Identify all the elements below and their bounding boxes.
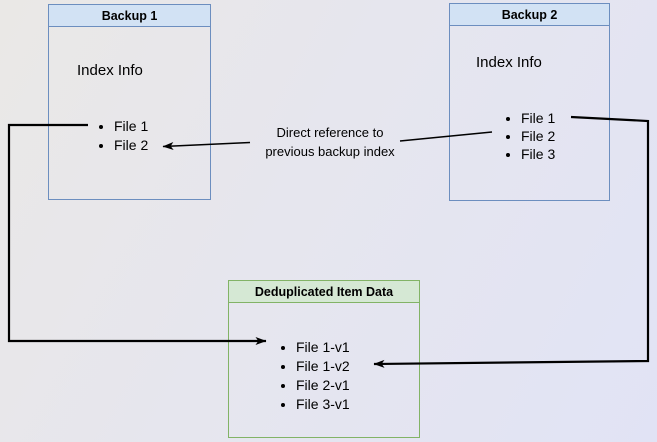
backup2-index-info-label: Index Info xyxy=(476,54,542,71)
file-item: File 1 xyxy=(521,109,555,127)
annotation-line1: Direct reference to xyxy=(276,125,384,140)
dedup-box: Deduplicated Item Data File 1-v1File 1-v… xyxy=(228,280,420,438)
backup1-title: Backup 1 xyxy=(49,5,210,27)
direct-reference-annotation: Direct reference to previous backup inde… xyxy=(235,124,425,161)
backup2-box: Backup 2 Index Info File 1File 2File 3 xyxy=(449,3,610,201)
file-item: File 3-v1 xyxy=(296,395,350,414)
backup1-file-list: File 1File 2 xyxy=(49,117,148,155)
annotation-line2: previous backup index xyxy=(265,143,395,159)
file-item: File 1-v1 xyxy=(296,338,350,357)
file-item: File 2 xyxy=(521,127,555,145)
dedup-file-list: File 1-v1File 1-v2File 2-v1File 3-v1 xyxy=(229,338,350,414)
dedup-title: Deduplicated Item Data xyxy=(229,281,419,303)
file-item: File 2 xyxy=(114,136,148,155)
backup2-file-list: File 1File 2File 3 xyxy=(450,109,555,163)
backup2-title: Backup 2 xyxy=(450,4,609,26)
file-item: File 3 xyxy=(521,145,555,163)
file-item: File 1-v2 xyxy=(296,357,350,376)
file-item: File 1 xyxy=(114,117,148,136)
backup1-index-info-label: Index Info xyxy=(77,62,143,79)
backup1-box: Backup 1 Index Info File 1File 2 xyxy=(48,4,211,200)
file-item: File 2-v1 xyxy=(296,376,350,395)
